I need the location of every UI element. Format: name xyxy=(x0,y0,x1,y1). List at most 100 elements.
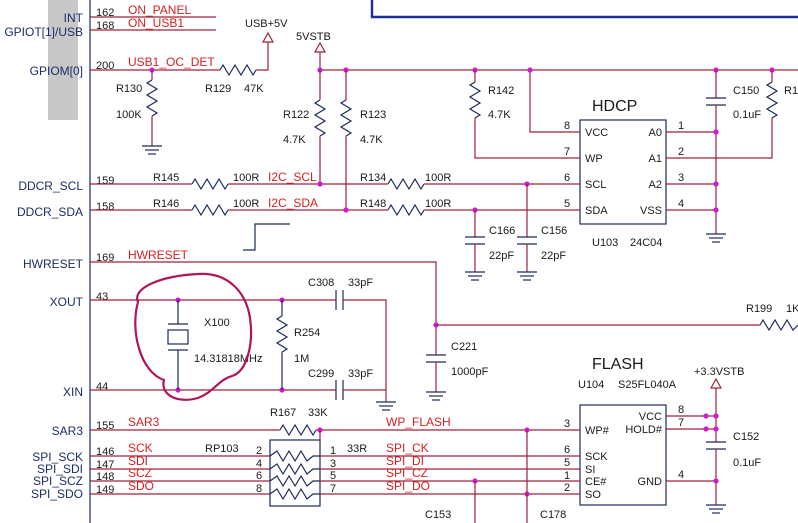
junction xyxy=(713,129,719,135)
r134-value: 100R xyxy=(425,172,451,184)
junction xyxy=(713,181,719,187)
net-sdi: SDI xyxy=(128,454,148,468)
flash-pin-name: GND xyxy=(638,476,663,488)
c150-value: 0.1uF xyxy=(733,109,761,121)
c152-value: 0.1uF xyxy=(733,457,761,469)
label-gpiom: GPIOM[0] xyxy=(30,64,83,78)
net-sck: SCK xyxy=(128,441,153,455)
hdcp-pin-name: VCC xyxy=(585,127,608,139)
r134-ref: R134 xyxy=(360,172,386,184)
r122-ref: R122 xyxy=(283,109,309,121)
net-wp-flash: WP_FLASH xyxy=(386,415,451,429)
u104-value: S25FL040A xyxy=(618,379,677,391)
3v3stb-power-arrow xyxy=(709,377,723,389)
rp103-pin: 1 xyxy=(330,445,336,457)
pulse-waveform-icon xyxy=(243,223,290,251)
rp103-pin: 7 xyxy=(330,483,336,495)
net-spi-ck: SPI_CK xyxy=(386,441,429,455)
label-spi-sck: SPI_SCK xyxy=(32,450,83,464)
flash-pin-num: 6 xyxy=(564,444,570,456)
r254-zigzag xyxy=(275,315,289,353)
r123-value: 4.7K xyxy=(360,134,383,146)
junction xyxy=(713,207,719,213)
u104-ref: U104 xyxy=(578,379,604,391)
hdcp-pin-num: 2 xyxy=(678,146,684,158)
wire-hdcp-vcc xyxy=(529,70,560,133)
hdcp-pin-num: 6 xyxy=(564,172,570,184)
r148-value: 100R xyxy=(425,198,451,210)
pin-146: 146 xyxy=(96,446,114,458)
rp103-pin: 8 xyxy=(256,483,262,495)
r122-value: 4.7K xyxy=(283,134,306,146)
hdcp-ic-body xyxy=(579,119,667,225)
r123-zigzag xyxy=(339,99,353,137)
rp103-zigzag xyxy=(269,474,320,488)
r167-zigzag xyxy=(279,423,317,437)
hdcp-pin-num: 3 xyxy=(678,172,684,184)
c152-ref: C152 xyxy=(733,431,759,443)
r199-zigzag xyxy=(759,318,798,332)
c299-ref: C299 xyxy=(308,368,334,380)
label-ddcr-scl: DDCR_SCL xyxy=(18,179,83,193)
flash-pin-num: 4 xyxy=(678,469,684,481)
ground-symbol xyxy=(142,145,162,155)
label-int: INT xyxy=(64,11,84,25)
ground-symbol xyxy=(706,504,726,514)
net-hwreset: HWRESET xyxy=(128,248,189,262)
r142-ref: R142 xyxy=(488,85,514,97)
r254-value: 1M xyxy=(294,353,309,365)
flash-ic-body xyxy=(579,404,667,506)
pin-155: 155 xyxy=(96,420,114,432)
net-scz: SCZ xyxy=(128,466,152,480)
pin-43: 43 xyxy=(96,291,108,303)
label-xout: XOUT xyxy=(50,295,84,309)
r130-zigzag xyxy=(145,79,159,117)
flash-pin-num: 1 xyxy=(564,470,570,482)
wire-r129-usb5v xyxy=(256,42,269,71)
flash-pin-name: HOLD# xyxy=(625,424,663,436)
flash-pin-num: 3 xyxy=(564,418,570,430)
junction xyxy=(713,478,719,484)
flash-pin-name: WP# xyxy=(585,425,610,437)
hand-drawn-circle-annotation xyxy=(134,272,253,401)
rp103-pin: 2 xyxy=(256,445,262,457)
c308-ref: C308 xyxy=(308,277,334,289)
label-ddcr-sda: DDCR_SDA xyxy=(17,205,83,219)
ground-symbol xyxy=(517,271,537,281)
label-gpiot: GPIOT[1]/USB xyxy=(4,25,83,39)
r146-zigzag xyxy=(191,203,229,217)
hdcp-pin-num: 7 xyxy=(564,146,570,158)
left-signal-labels: INT GPIOT[1]/USB GPIOM[0] DDCR_SCL DDCR_… xyxy=(4,11,83,501)
c308-value: 33pF xyxy=(348,277,373,289)
x100-ref: X100 xyxy=(204,317,230,329)
c156-ref: C156 xyxy=(541,225,567,237)
c156-value: 22pF xyxy=(541,250,566,262)
hdcp-pin-name: SCL xyxy=(585,179,606,191)
c166-value: 22pF xyxy=(489,250,514,262)
ground-symbol xyxy=(706,233,726,243)
flash-pin-name: VCC xyxy=(639,411,662,423)
hdcp-pin-num: 1 xyxy=(678,120,684,132)
x100-value: 14.31818MHz xyxy=(194,353,263,365)
hdcp-pin-name: A0 xyxy=(649,127,662,139)
net-spi-di: SPI_DI xyxy=(386,454,424,468)
hdcp-pin-num: 5 xyxy=(564,198,570,210)
r146-ref: R146 xyxy=(153,198,179,210)
pin-149: 149 xyxy=(96,484,114,496)
junction xyxy=(703,413,709,419)
hdcp-pin-name: SDA xyxy=(585,205,608,217)
5vstb-power-arrow xyxy=(313,41,327,53)
flash-pin-name: SCK xyxy=(585,451,608,463)
r129-value: 47K xyxy=(244,83,264,95)
sidebar-gray-bar xyxy=(48,0,78,120)
r148-zigzag xyxy=(387,203,425,217)
pin-158: 158 xyxy=(96,201,114,213)
net-usb1-oc-det: USB1_OC_DET xyxy=(128,55,215,69)
c178-ref: C178 xyxy=(540,509,566,521)
label-spi-sdi: SPI_SDI xyxy=(37,462,83,476)
net-sar3: SAR3 xyxy=(128,415,160,429)
x100-crystal-icon xyxy=(167,329,189,345)
c299-value: 33pF xyxy=(348,368,373,380)
flash-pin-num: 7 xyxy=(678,417,684,429)
net-on-usb1: ON_USB1 xyxy=(128,16,184,30)
